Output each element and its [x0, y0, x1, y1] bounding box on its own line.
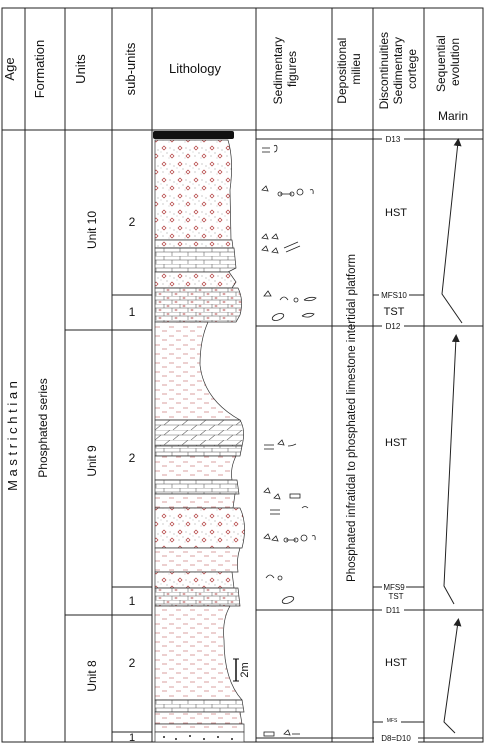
header-dep-line1: Depositional — [335, 38, 349, 104]
cortege-hst: HST — [385, 437, 407, 449]
scale-bar: 2m — [233, 658, 251, 682]
units-column: Unit 10 Unit 9 Unit 8 — [65, 211, 112, 692]
bed-phosphatic-limestone — [154, 587, 241, 607]
discontinuity-d11: D11 — [386, 606, 401, 615]
depositional-milieu-text: Phosphated infratidal to phosphated lime… — [346, 254, 358, 582]
sequence-curve-unit10 — [441, 138, 463, 324]
header-dep-line2: milieu — [349, 53, 363, 84]
discontinuity-mfs: MFS — [387, 718, 398, 724]
discontinuities-column: D13 MFS10 D12 MFS9 D11 MFS D8=D10 HST TS… — [256, 134, 483, 743]
bed-marl — [154, 605, 243, 701]
unit-10-label: Unit 10 — [85, 211, 99, 249]
header-discontinuities: Discontinuities Sedimentary cortege — [377, 29, 419, 110]
fig-burrows — [263, 487, 309, 515]
unit-8-label: Unit 8 — [85, 660, 99, 692]
header-age: Age — [2, 57, 17, 80]
header-formation: Formation — [32, 40, 47, 99]
header-labels: Age Formation Units sub-units Lithology … — [2, 29, 468, 123]
bed-phosphate — [154, 507, 245, 549]
lithology-log: 2m — [153, 131, 251, 743]
header-seq-line2: evolution — [448, 38, 462, 86]
sedimentary-figures — [261, 144, 317, 737]
bed-limestone — [154, 479, 240, 495]
subunit-label: 2 — [129, 451, 136, 465]
discontinuity-d12: D12 — [386, 322, 401, 331]
scale-label: 2m — [239, 662, 251, 677]
header-disc-line1: Discontinuities — [377, 32, 391, 109]
subunits-column: 2 1 2 1 2 1 — [112, 215, 152, 744]
header-subunits: sub-units — [123, 42, 138, 95]
bed-limestone — [154, 699, 245, 713]
header-lithology: Lithology — [169, 61, 222, 76]
bed-conglomerate — [154, 731, 245, 743]
fig-cross-bedding — [261, 233, 301, 254]
formation-label: Phosphated series — [36, 378, 50, 477]
bed-limestone — [154, 247, 237, 273]
bed-phosphatic-limestone — [154, 287, 242, 323]
cortege-tst: TST — [388, 592, 403, 601]
cortege-labels: HST TST HST TST HST — [384, 207, 408, 669]
column-lines — [24, 8, 425, 742]
bed-marl — [154, 711, 243, 725]
top-crust — [153, 131, 234, 139]
discontinuity-d8-d10: D8=D10 — [381, 734, 411, 743]
bed-phosphate — [154, 271, 237, 289]
discontinuity-mfs9: MFS9 — [383, 583, 405, 592]
sequence-curve-unit9 — [443, 334, 460, 605]
bed-marl — [154, 455, 237, 481]
fig-ripples — [265, 574, 295, 604]
fig-bioturbation-shells — [261, 185, 314, 197]
subunit-label: 1 — [129, 305, 136, 319]
header-disc-line3: cortege — [405, 49, 419, 89]
fig-bioturbation-unit9 — [264, 439, 297, 450]
bed-marl — [154, 493, 236, 509]
sequential-evolution — [441, 138, 463, 734]
sequence-curve-unit8 — [443, 618, 462, 734]
fig-lamination — [262, 144, 278, 153]
discontinuity-mfs10: MFS10 — [381, 291, 407, 300]
fig-shell-fragments — [263, 290, 317, 321]
conglomerate-dots — [163, 735, 233, 740]
subunit-label: 2 — [129, 215, 136, 229]
bed-dolomite — [154, 419, 244, 447]
subunit-label: 2 — [129, 656, 136, 670]
header-units: Units — [73, 54, 88, 84]
discontinuity-labels: D13 MFS10 D12 MFS9 D11 MFS D8=D10 — [374, 134, 418, 743]
unit-9-label: Unit 9 — [85, 445, 99, 477]
bed-limestone — [154, 239, 234, 249]
bed-phosphate — [154, 139, 232, 241]
header-sed-line1: Sedimentary — [271, 37, 285, 104]
fig-basal — [263, 729, 300, 737]
age-label: M a s t r i c h t i a n — [5, 381, 20, 491]
discontinuity-d13: D13 — [386, 135, 401, 144]
header-marin: Marin — [438, 109, 468, 123]
header-sequential: Sequential evolution — [434, 32, 462, 92]
header-sed-line2: figures — [285, 51, 299, 87]
cortege-hst: HST — [385, 657, 407, 669]
bed-marl — [154, 547, 241, 573]
bed-limestone — [154, 445, 243, 457]
header-seq-line1: Sequential — [434, 35, 448, 92]
header-sedimentary-figures: Sedimentary figures — [271, 34, 299, 105]
bed-marl — [154, 723, 245, 733]
bed-phosphate — [154, 571, 235, 589]
subunit-label: 1 — [129, 594, 136, 608]
cortege-hst: HST — [385, 207, 407, 219]
header-disc-line2: Sedimentary — [391, 37, 405, 104]
header-depositional-milieu: Depositional milieu — [335, 34, 363, 103]
bed-marl — [154, 321, 242, 421]
cortege-tst: TST — [384, 306, 405, 318]
header-row — [1, 7, 484, 131]
fig-shells-lower — [263, 533, 316, 543]
subunit-label: 1 — [129, 732, 135, 744]
